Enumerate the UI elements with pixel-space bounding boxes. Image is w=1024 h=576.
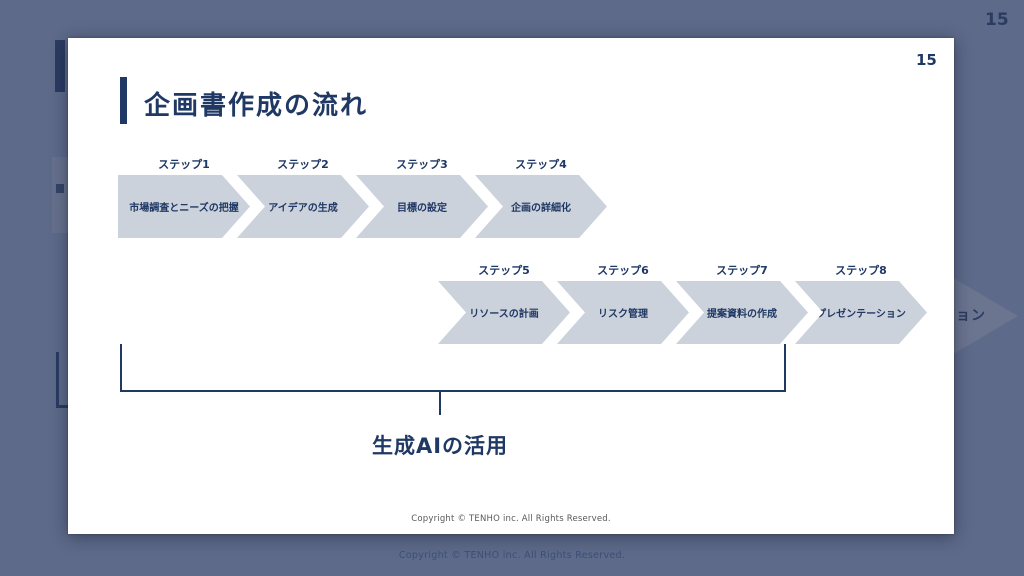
process-step-2: ステップ2 アイデアの生成 <box>237 158 369 238</box>
background-page-number: 15 <box>985 10 1009 30</box>
chevron-arrow-shape: アイデアの生成 <box>237 175 369 238</box>
step-text: リスク管理 <box>598 309 648 320</box>
title-accent-bar <box>120 77 127 124</box>
step-label: ステップ2 <box>277 158 329 171</box>
step-text: プレゼンテーション <box>816 309 906 320</box>
step-text: 目標の設定 <box>397 203 447 214</box>
step-text: 市場調査とニーズの把握 <box>129 203 239 214</box>
step-label: ステップ4 <box>515 158 567 171</box>
process-step-3: ステップ3 目標の設定 <box>356 158 488 238</box>
chevron-arrow-shape: リソースの計画 <box>438 281 570 344</box>
slide-page-number: 15 <box>916 51 937 69</box>
process-step-4: ステップ4 企画の詳細化 <box>475 158 607 238</box>
background-chevron-fragment-left <box>52 157 70 233</box>
annotation-generative-ai: 生成AIの活用 <box>371 434 509 458</box>
process-step-6: ステップ6 リスク管理 <box>557 264 689 344</box>
step-text: アイデアの生成 <box>268 203 338 214</box>
process-step-7: ステップ7 提案資料の作成 <box>676 264 808 344</box>
slide-canvas: 15 企画書作成の流れ ステップ1 市場調査とニーズの把握 ステップ2 アイデア… <box>68 38 954 534</box>
process-step-1: ステップ1 市場調査とニーズの把握 <box>118 158 250 238</box>
background-copyright: Copyright © TENHO inc. All Rights Reserv… <box>398 550 626 561</box>
background-title-accent-bar <box>55 40 65 92</box>
chevron-arrow-shape: 市場調査とニーズの把握 <box>118 175 250 238</box>
chevron-arrow-shape: 企画の詳細化 <box>475 175 607 238</box>
bracket-shape <box>120 344 786 392</box>
background-chevron-fragment-text: ョン <box>956 308 986 324</box>
step-label: ステップ1 <box>158 158 210 171</box>
bracket-tick <box>439 392 441 415</box>
step-label: ステップ8 <box>835 264 887 277</box>
chevron-arrow-shape: 目標の設定 <box>356 175 488 238</box>
slide-title: 企画書作成の流れ <box>144 91 369 121</box>
process-step-5: ステップ5 リソースの計画 <box>438 264 570 344</box>
chevron-arrow-shape: 提案資料の作成 <box>676 281 808 344</box>
step-label: ステップ7 <box>716 264 768 277</box>
step-label: ステップ3 <box>396 158 448 171</box>
step-text: 提案資料の作成 <box>707 309 777 320</box>
step-text: リソースの計画 <box>469 309 539 320</box>
background-text-fragment <box>56 184 64 193</box>
step-label: ステップ6 <box>597 264 649 277</box>
chevron-arrow-shape: リスク管理 <box>557 281 689 344</box>
step-text: 企画の詳細化 <box>511 203 571 214</box>
process-step-8: ステップ8 プレゼンテーション <box>795 264 927 344</box>
background-bracket-fragment <box>56 352 69 408</box>
slide-copyright: Copyright © TENHO inc. All Rights Reserv… <box>411 514 611 524</box>
chevron-arrow-shape: プレゼンテーション <box>795 281 927 344</box>
step-label: ステップ5 <box>478 264 530 277</box>
